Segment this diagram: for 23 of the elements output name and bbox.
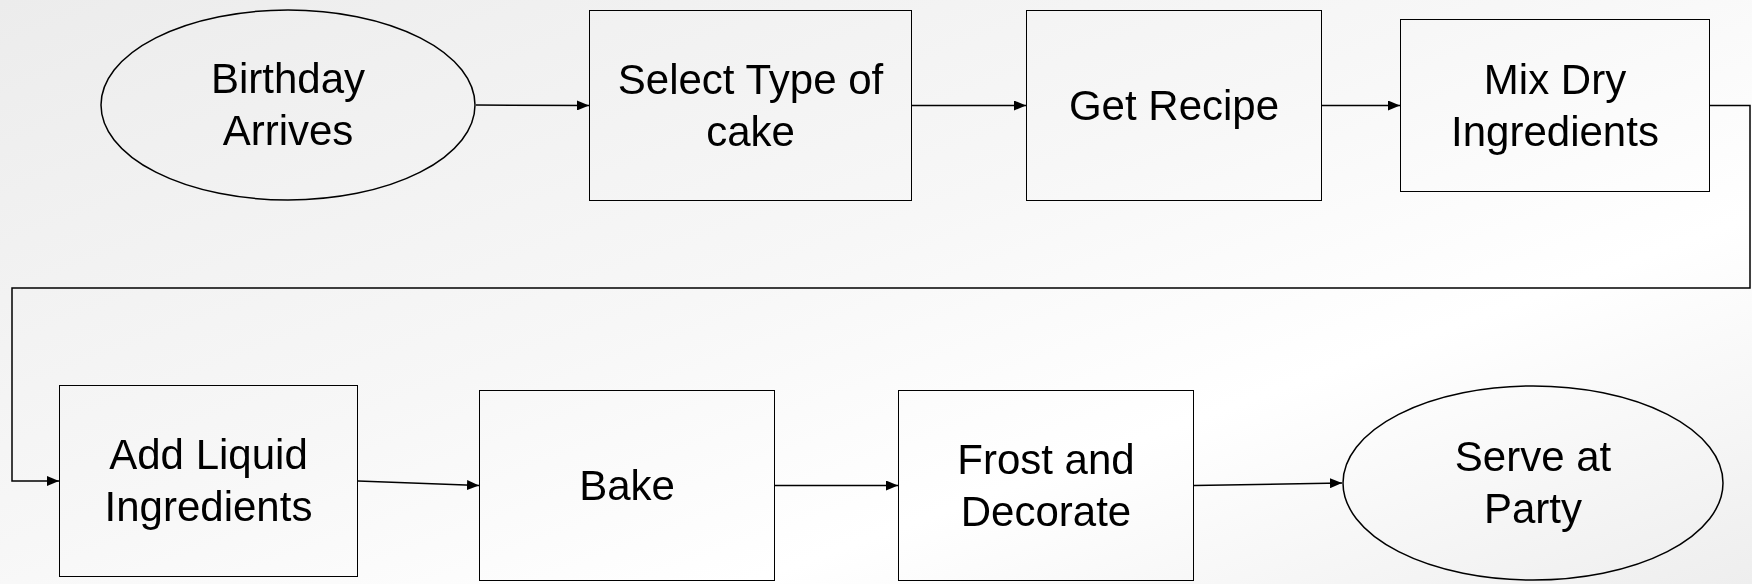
arrow: [1193, 478, 1343, 489]
node-label: Get Recipe: [1068, 80, 1280, 131]
node-label: Birthday Arrives: [209, 54, 367, 156]
arrow: [1321, 100, 1401, 111]
arrow: [911, 100, 1027, 111]
node-label: Mix Dry Ingredients: [1450, 54, 1660, 157]
process-box: [1026, 10, 1322, 201]
arrow: [11, 104, 1751, 486]
arrow: [774, 480, 899, 491]
arrow: [475, 100, 590, 111]
process-box: [59, 385, 358, 577]
node-label: Serve at Party: [1453, 432, 1613, 534]
node-label: Select Type of cake: [616, 54, 885, 157]
node-label: Frost and Decorate: [956, 434, 1136, 537]
terminal-ellipse: [1342, 385, 1724, 581]
node-label: Add Liquid Ingredients: [103, 430, 314, 532]
arrow: [357, 480, 480, 491]
process-box: [898, 390, 1194, 581]
process-box: [479, 390, 775, 581]
process-box: [589, 10, 912, 201]
process-box: [1400, 19, 1710, 192]
terminal-ellipse: [100, 9, 476, 201]
node-label: Bake: [579, 460, 675, 511]
